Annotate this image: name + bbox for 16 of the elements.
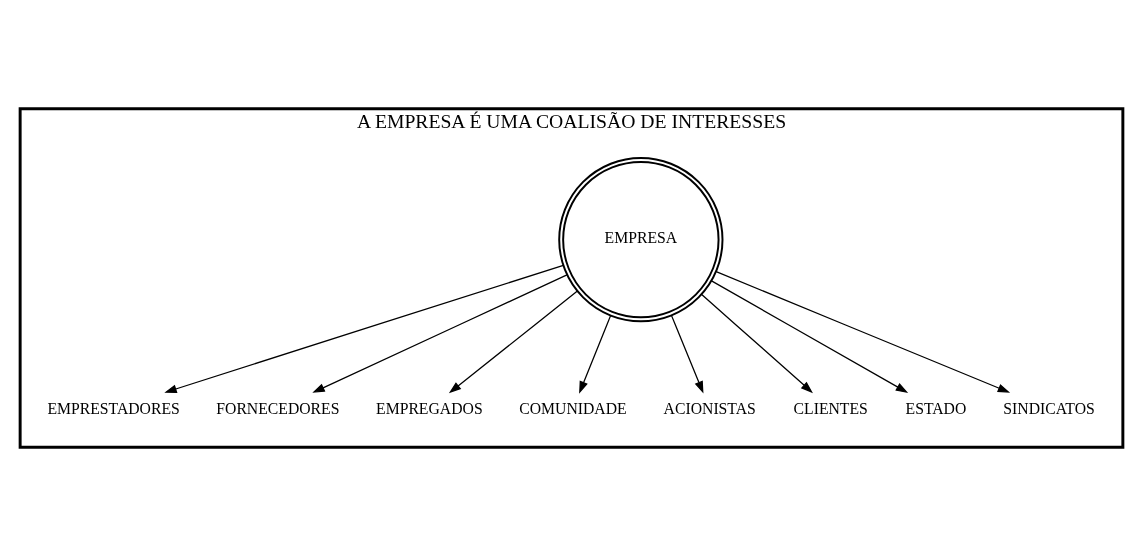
arrow — [670, 314, 704, 394]
node-text: EMPREGADOS — [376, 399, 483, 417]
arrow — [312, 274, 568, 393]
node-text: SINDICATOS — [1003, 399, 1095, 417]
node-text: EMPRESTADORES — [47, 399, 180, 417]
node-text: ACIONISTAS — [663, 399, 756, 417]
arrow — [710, 280, 909, 393]
node-text: COMUNIDADE — [519, 399, 627, 417]
node-text: FORNECEDORES — [216, 399, 340, 417]
arrow — [701, 293, 813, 394]
arrow — [579, 315, 612, 394]
arrow — [715, 271, 1011, 393]
arrow — [164, 264, 564, 393]
arrow — [448, 290, 579, 394]
node-text: CLIENTES — [793, 399, 868, 417]
node-text: ESTADO — [905, 399, 967, 417]
